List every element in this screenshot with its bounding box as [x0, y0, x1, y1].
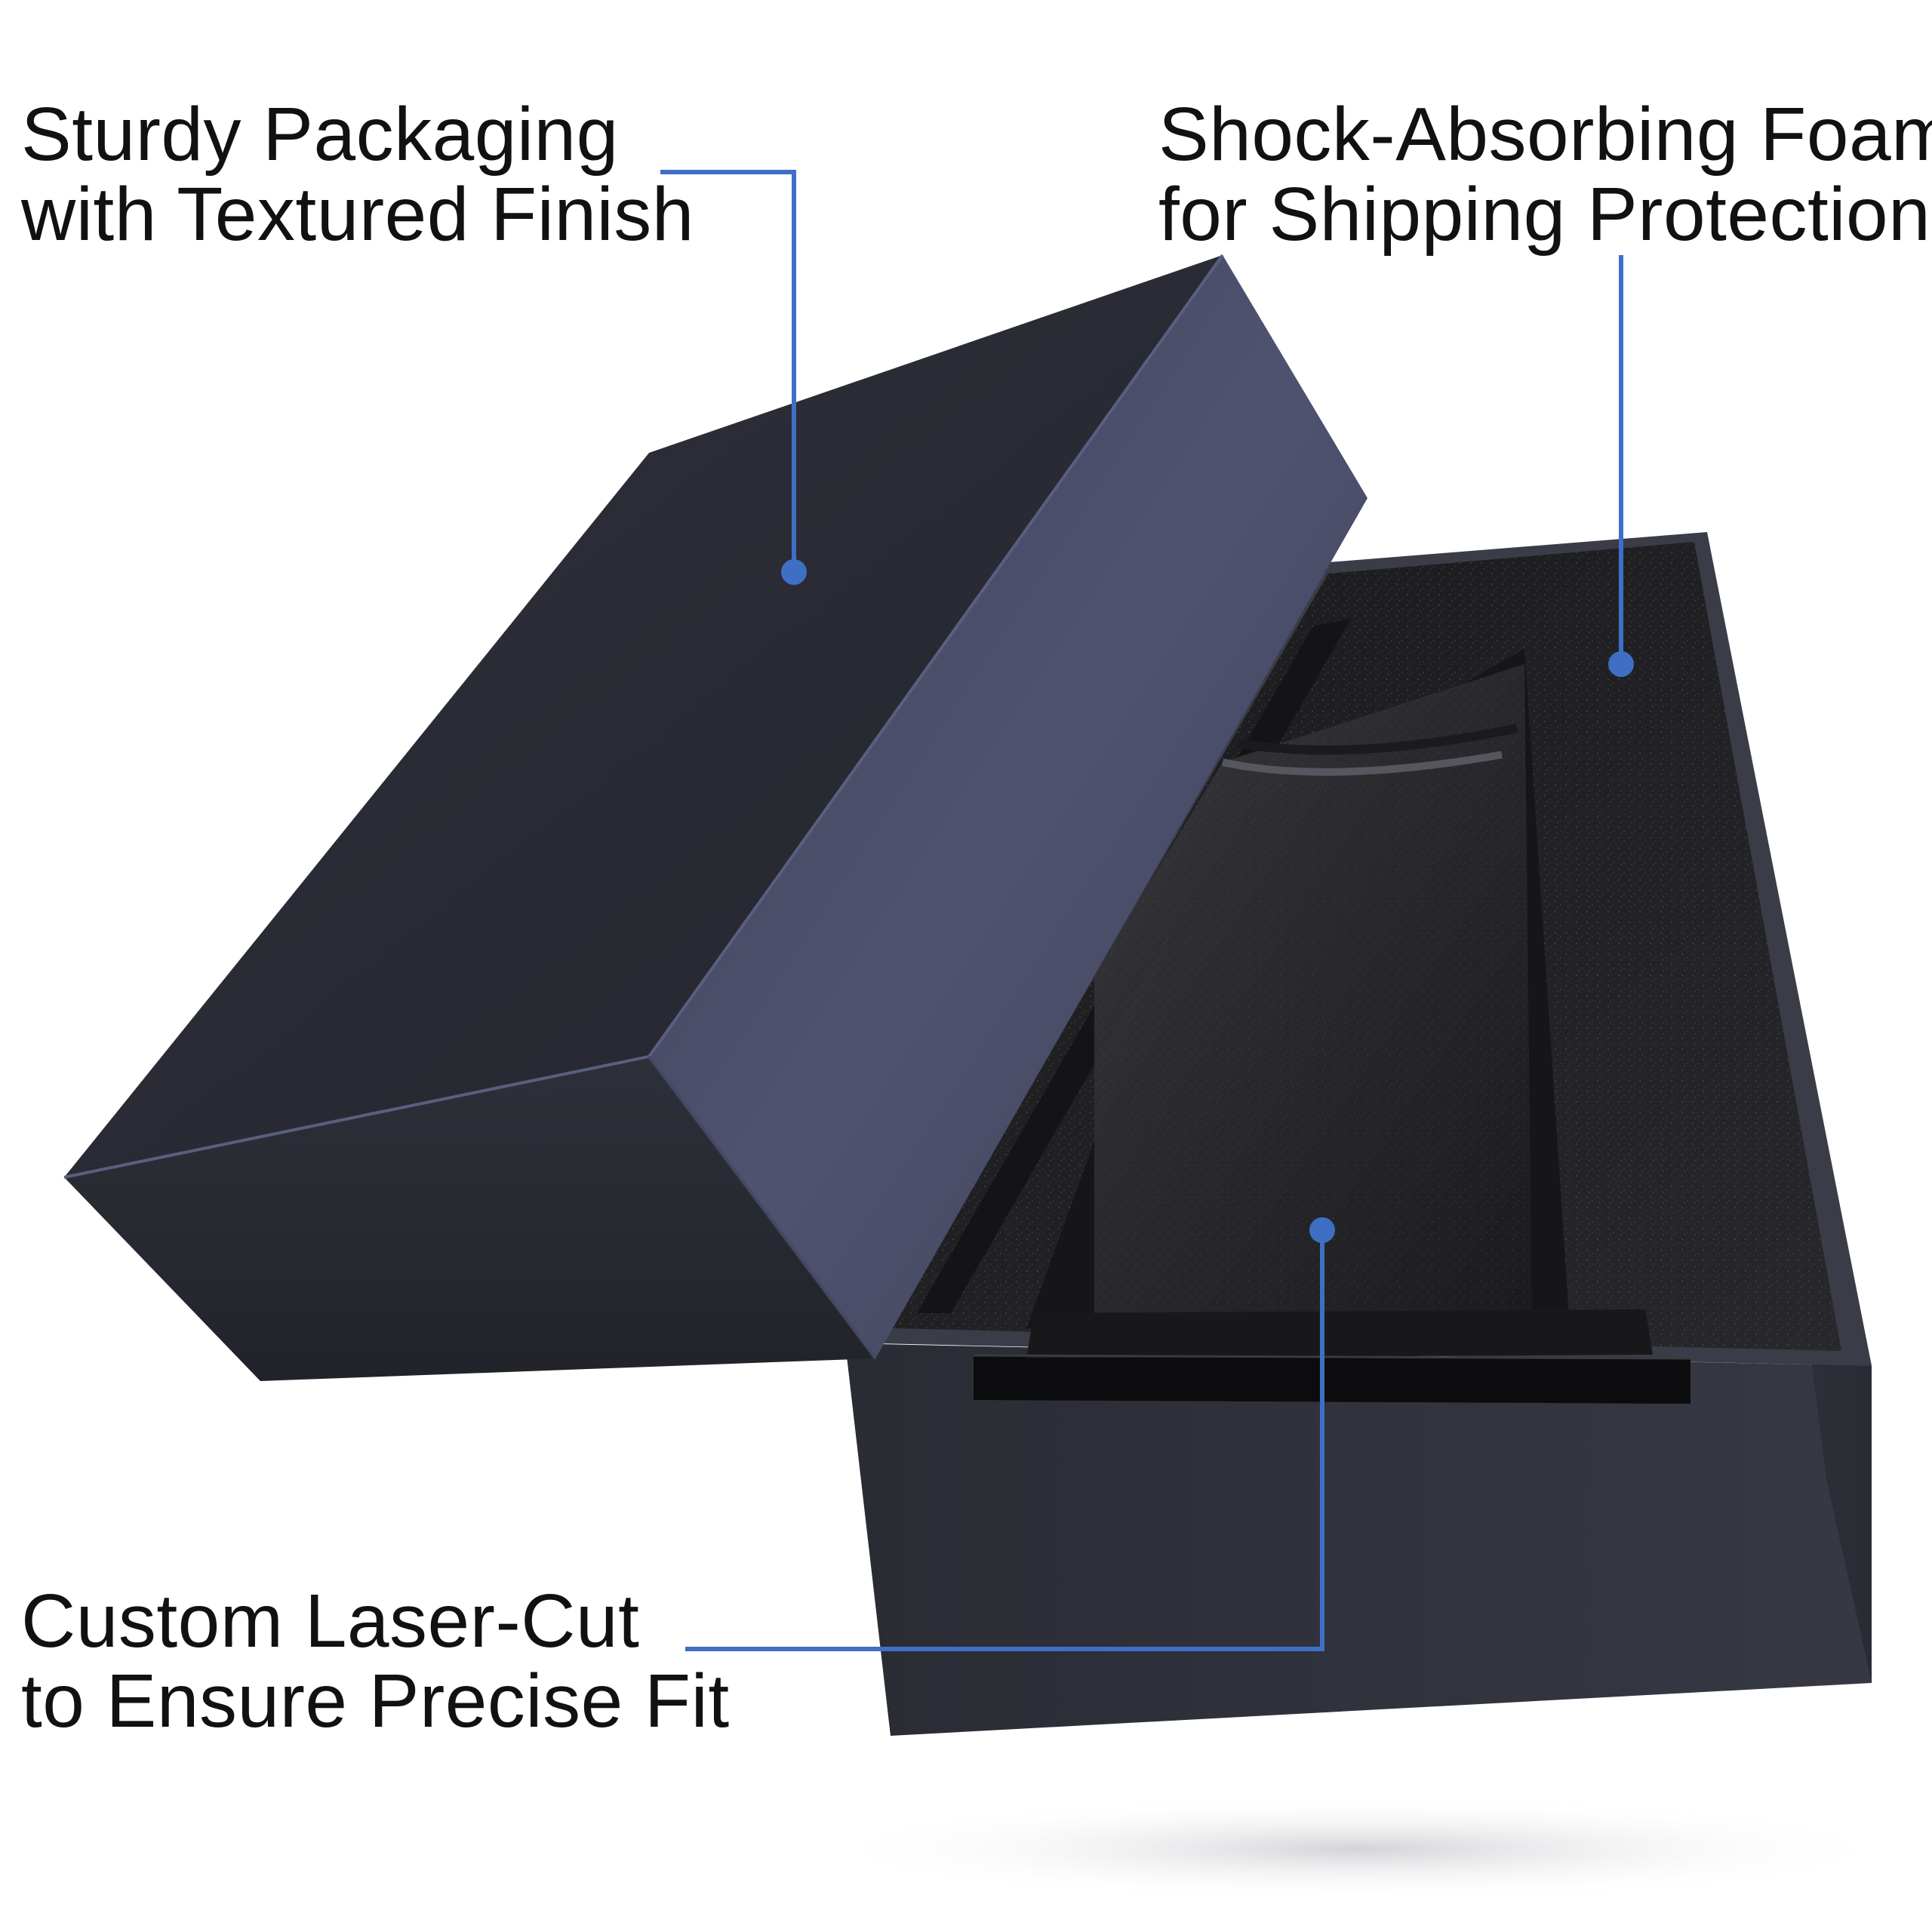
award-base: [974, 1355, 1690, 1404]
callout-packaging-line1: Sturdy Packaging: [21, 92, 619, 177]
callout-leaders: [660, 170, 1623, 1651]
lid-top-face: [64, 255, 1223, 1177]
callout-foam: Shock-Absorbing Foam for Shipping Protec…: [1158, 94, 1932, 254]
dot-foam: [1608, 651, 1634, 677]
callout-laser-cut-line2: to Ensure Precise Fit: [21, 1659, 730, 1743]
dot-packaging: [781, 559, 807, 585]
callout-foam-line2: for Shipping Protection: [1158, 172, 1931, 257]
callout-laser-cut: Custom Laser-Cut to Ensure Precise Fit: [21, 1581, 730, 1741]
callout-packaging: Sturdy Packaging with Textured Finish: [21, 94, 694, 254]
callout-dots: [781, 559, 1634, 1243]
ground-shadow: [815, 1796, 1902, 1902]
lid-front-face: [64, 1057, 875, 1381]
base-box-front-wall: [845, 1343, 1872, 1736]
lid-side-face: [649, 255, 1367, 1358]
dot-laser: [1309, 1217, 1335, 1243]
leader-packaging: [660, 170, 796, 572]
callout-packaging-line2: with Textured Finish: [21, 172, 694, 257]
callout-foam-line1: Shock-Absorbing Foam: [1158, 92, 1932, 177]
callout-laser-cut-line1: Custom Laser-Cut: [21, 1579, 640, 1663]
leader-laser: [685, 1230, 1324, 1651]
